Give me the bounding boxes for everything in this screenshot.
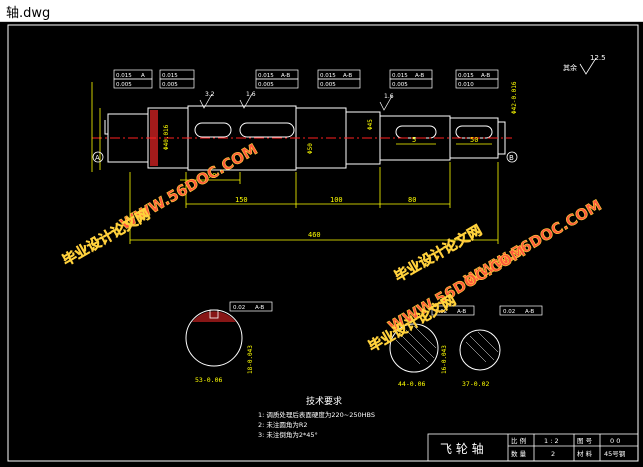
tol-frame-text: 0.005 [258, 82, 274, 88]
roughness-mark: 3.2 [205, 91, 215, 98]
dim-5: 5 [412, 136, 416, 144]
dim-keyway-50: 50 [470, 136, 478, 144]
title-block-grid [427, 433, 639, 462]
tol-frame-text: 0.015 [116, 73, 132, 79]
watermark-label: 毕业设计论文网 [60, 206, 153, 270]
window-title: 轴.dwg [6, 6, 51, 21]
roughness-symbol [379, 95, 393, 111]
dim-150: 150 [235, 196, 248, 204]
dim-phi-50: Φ50 [307, 143, 314, 154]
tech-req-item-2: 2: 未注圆角为R2 [258, 420, 308, 429]
section-view-3: 0.02 A-B 37-0.02 [459, 305, 543, 388]
material-value: 45号钢 [604, 450, 626, 458]
dim-80: 80 [408, 196, 416, 204]
dim-phi-45: Φ45 [367, 119, 374, 130]
dim-sec1-18: 18-0.043 [247, 345, 254, 374]
tol-frame-text: 0.015 [392, 73, 408, 79]
tol-frame-ref: A-B [525, 309, 534, 315]
tol-frame-text: 0.010 [458, 82, 474, 88]
section-view-2: 0.02 A-B 44-0.06 16-0.043 [389, 305, 475, 388]
dimension-lines [91, 82, 499, 244]
tol-frame-ref: A-B [457, 309, 466, 315]
tech-req-title: 技术要求 [306, 395, 342, 407]
tol-frame-text: 0.015 [458, 73, 474, 79]
tol-frame-text: 0.005 [116, 82, 132, 88]
tol-frame-text: 0.02 [233, 305, 245, 311]
scale-value: 1 : 2 [544, 437, 559, 445]
dim-keyway-70: 70 [208, 172, 216, 180]
roughness-note-prefix: 其余 [563, 63, 577, 72]
tol-frame-ref: A-B [481, 73, 490, 79]
tol-frame-ref: A-B [281, 73, 290, 79]
tol-frame-text: 0.005 [162, 82, 178, 88]
tolerance-frame-group: 0.015 A 0.005 0.015 0.005 0.015 A-B 0.00… [113, 69, 499, 89]
drawing-border [7, 24, 639, 462]
scale-label: 比 例 [511, 436, 526, 445]
tol-frame-text: 0.02 [503, 309, 515, 315]
tol-frame-text: 0.005 [392, 82, 408, 88]
tol-frame-ref: A-B [255, 305, 264, 311]
qty-value: 2 [551, 450, 555, 458]
dim-phi-k6: Φ42-0.016 [511, 81, 518, 114]
window-titlebar: 轴.dwg [0, 0, 643, 22]
roughness-symbol [199, 93, 213, 109]
dim-total-460: 460 [308, 231, 321, 239]
tol-frame-ref: A-B [343, 73, 352, 79]
qty-label: 数 量 [511, 449, 527, 458]
datum-b-symbol [506, 151, 518, 163]
tol-frame-text: 0.015 [162, 73, 178, 79]
drawing-no-value: 0 0 [610, 437, 620, 445]
dim-100: 100 [330, 196, 343, 204]
roughness-mark: 1.6 [246, 91, 256, 98]
dim-sec3-37: 37-0.02 [462, 380, 489, 388]
drawing-svg: 150 100 80 460 70 50 5 Φ40.016 Φ50 Φ45 Φ… [7, 24, 639, 462]
cad-canvas[interactable]: 150 100 80 460 70 50 5 Φ40.016 Φ50 Φ45 Φ… [0, 22, 643, 463]
tol-frame-text: 0.005 [320, 82, 336, 88]
tol-frame-text: 0.02 [435, 309, 447, 315]
datum-a-label: A [95, 154, 100, 162]
section-view-1: 0.02 A-B 53-0.06 18-0.043 [185, 301, 273, 384]
tol-frame-text: 0.015 [320, 73, 336, 79]
dim-phi-40: Φ40.016 [163, 124, 170, 150]
tol-frame-ref: A-B [415, 73, 424, 79]
tol-frame-ref: A [141, 73, 145, 79]
roughness-mark: 1.6 [384, 93, 394, 100]
dim-sec1-53: 53-0.06 [195, 376, 222, 384]
tech-req-item-3: 3: 未注倒角为2*45° [258, 430, 318, 439]
part-name: 飞 轮 轴 [440, 441, 484, 456]
drawing-no-label: 图 号 [577, 437, 593, 445]
roughness-note-value: 12.5 [590, 54, 606, 62]
tech-req-item-1: 1: 调质处理后表面硬度为220~250HBS [258, 410, 375, 419]
material-label: 材 料 [577, 449, 593, 458]
datum-a-symbol [92, 151, 104, 163]
dim-sec2-16: 16-0.043 [441, 345, 448, 374]
tol-frame-text: 0.015 [258, 73, 274, 79]
roughness-note-symbol [579, 57, 597, 75]
roughness-symbol [239, 93, 253, 109]
datum-b-label: B [509, 154, 514, 162]
dim-sec2-44: 44-0.06 [398, 380, 425, 388]
